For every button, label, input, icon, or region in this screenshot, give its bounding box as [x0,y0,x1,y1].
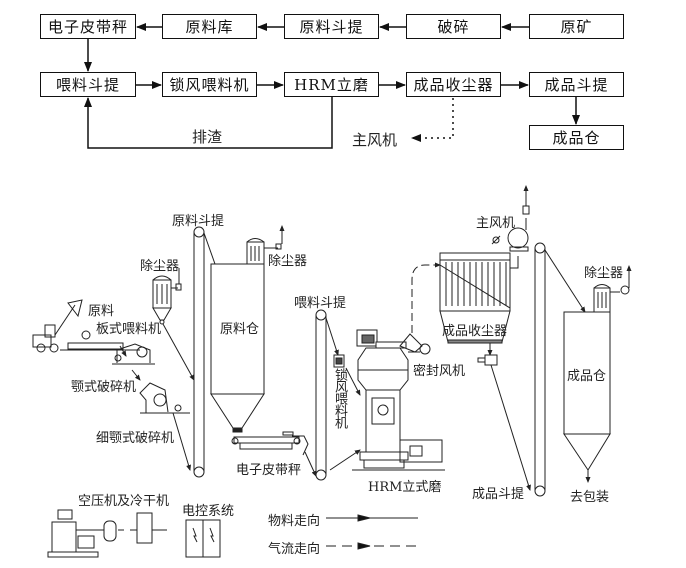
label-belt-scale: 电子皮带秤 [236,463,302,478]
label-dust-collector-3: 除尘器 [584,266,624,281]
legend-material-arrow [357,514,371,522]
label-fine-jaw-crusher: 细颚式破碎机 [96,431,175,446]
legend-air-arrow [357,542,371,550]
belt-scale-equipment [231,431,317,477]
label-plate-feeder: 板式喂料机 [96,322,162,337]
label-mill: HRM立式磨 [368,480,442,495]
legend [326,514,418,550]
compressor-equipment [47,509,167,558]
box-crushing: 破碎 [406,14,501,39]
label-dust-collector-2: 除尘器 [268,254,308,269]
jaw-crusher-equipment [112,343,155,381]
box-feed-elevator: 喂料斗提 [40,72,136,97]
label-dust-collector-1: 除尘器 [140,259,180,274]
vertical-mill [329,329,445,471]
loader-truck [32,299,83,353]
label-compressor: 空压机及冷干机 [78,494,170,509]
label-airlock-feeder: 锁风喂料机 [332,368,347,428]
label-control-system: 电控系统 [182,504,235,519]
feed-elevator [315,309,339,481]
label-jaw-crusher: 颚式破碎机 [71,380,137,395]
product-silo-equipment [563,265,632,483]
dust-collector-1 [152,268,195,381]
raw-silo [210,225,285,433]
label-main-fan: 主风机 [476,216,516,231]
label-raw-silo: 原料仓 [220,322,260,337]
return-label: 排渣 [192,128,223,146]
flow-arrows-row2 [84,81,580,149]
flow-arrows-row1 [84,23,529,72]
label-raw-material: 原料 [88,304,115,319]
fan-label: 主风机 [352,131,398,149]
product-elevator [534,242,586,497]
box-raw-elevator: 原料斗提 [284,14,379,39]
airlock-feeder-equipment [333,354,345,368]
box-raw-storage: 原料库 [162,14,257,39]
fan-dotted-arrow [411,98,454,142]
label-product-elevator: 成品斗提 [472,487,525,502]
return-arrow [84,97,333,149]
schematic [32,185,632,558]
air-duct [411,262,441,333]
legend-material-label: 物料走向 [268,514,321,529]
label-raw-elevator: 原料斗提 [172,214,225,229]
seal-fan-equipment [408,343,431,355]
fine-jaw-crusher-equipment [139,382,191,471]
box-raw-ore: 原矿 [529,14,624,39]
label-feed-elevator: 喂料斗提 [294,296,347,311]
label-seal-fan: 密封风机 [413,364,466,379]
box-product-elevator: 成品斗提 [529,72,624,97]
legend-air-label: 气流走向 [268,542,321,557]
control-cabinet [185,519,221,558]
box-hrm-mill: HRM立磨 [284,72,379,97]
label-to-packing: 去包装 [570,490,610,505]
box-belt-scale: 电子皮带秤 [40,14,136,39]
product-collector-equipment [439,252,531,491]
plate-feeder-equipment [60,330,140,357]
main-fan-equipment [491,185,530,252]
label-product-collector: 成品收尘器 [442,324,508,339]
label-product-silo: 成品仓 [567,369,607,384]
raw-elevator [193,226,216,478]
box-product-silo: 成品仓 [529,125,624,150]
box-airlock-feeder: 锁风喂料机 [162,72,257,97]
box-product-collector: 成品收尘器 [406,72,501,97]
